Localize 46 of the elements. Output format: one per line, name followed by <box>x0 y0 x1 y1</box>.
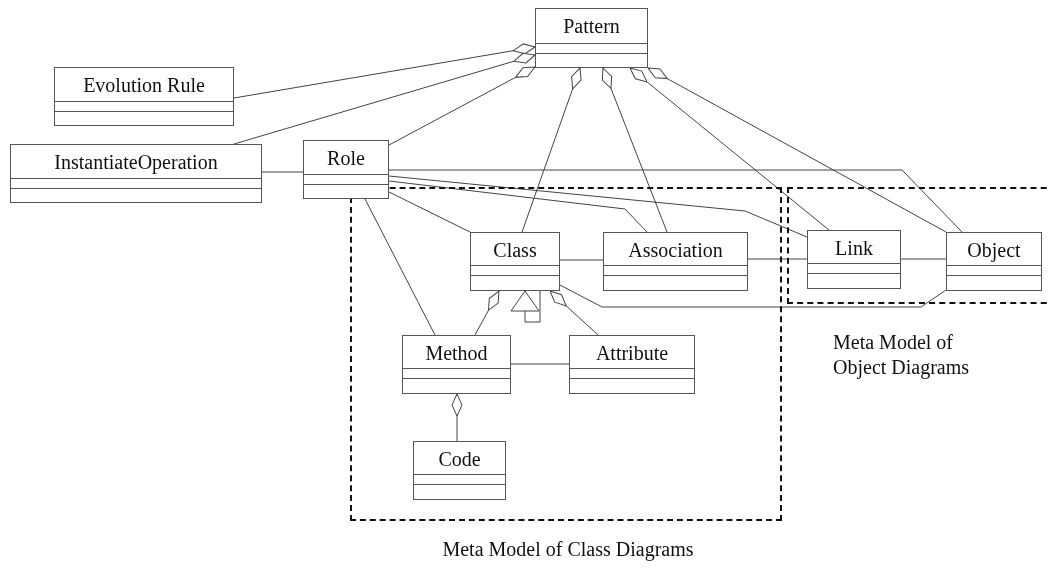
aggregation-line <box>601 67 668 233</box>
class-name: Attribute <box>594 342 670 364</box>
class-name: Code <box>437 448 482 470</box>
class-box <box>603 232 748 291</box>
class-box <box>402 335 511 394</box>
class-name: Object <box>966 239 1022 261</box>
class-box <box>54 67 234 126</box>
class-box <box>303 140 389 199</box>
aggregation-line <box>474 290 500 336</box>
association-line <box>388 169 963 233</box>
class-name: Pattern <box>562 15 621 37</box>
association-line <box>747 258 808 260</box>
association-line <box>510 363 570 365</box>
class-name: Role <box>326 147 366 169</box>
association-line <box>261 171 304 173</box>
association-line <box>388 180 648 233</box>
class-box <box>470 232 560 291</box>
generalization-arrow <box>510 290 541 323</box>
class-box <box>413 441 506 500</box>
association-line <box>388 191 471 233</box>
association-line <box>364 198 436 336</box>
aggregation-line <box>647 67 947 233</box>
association-line <box>388 175 808 238</box>
class-name: Link <box>834 237 874 259</box>
aggregation-line <box>233 52 536 145</box>
aggregation-line <box>233 43 536 99</box>
aggregation-line <box>521 67 582 233</box>
class-box <box>946 232 1042 291</box>
class-name: Class <box>492 239 538 261</box>
class-name: Method <box>424 342 489 364</box>
class-name: Association <box>627 239 724 261</box>
association-line <box>559 284 947 308</box>
association-line <box>559 259 604 261</box>
class-name: Evolution Rule <box>82 74 206 96</box>
aggregation-line <box>549 290 599 336</box>
aggregation-line <box>388 66 536 146</box>
association-line <box>900 258 947 260</box>
aggregation-line <box>451 393 463 442</box>
aggregation-line <box>629 67 830 231</box>
class-box <box>10 144 262 203</box>
class-box <box>807 230 901 289</box>
class-box <box>569 335 695 394</box>
package-label: Meta Model of Object Diagrams <box>833 330 971 380</box>
class-box <box>535 8 648 68</box>
package-label: Meta Model of Class Diagrams <box>441 537 695 562</box>
class-name: InstantiateOperation <box>53 151 219 173</box>
